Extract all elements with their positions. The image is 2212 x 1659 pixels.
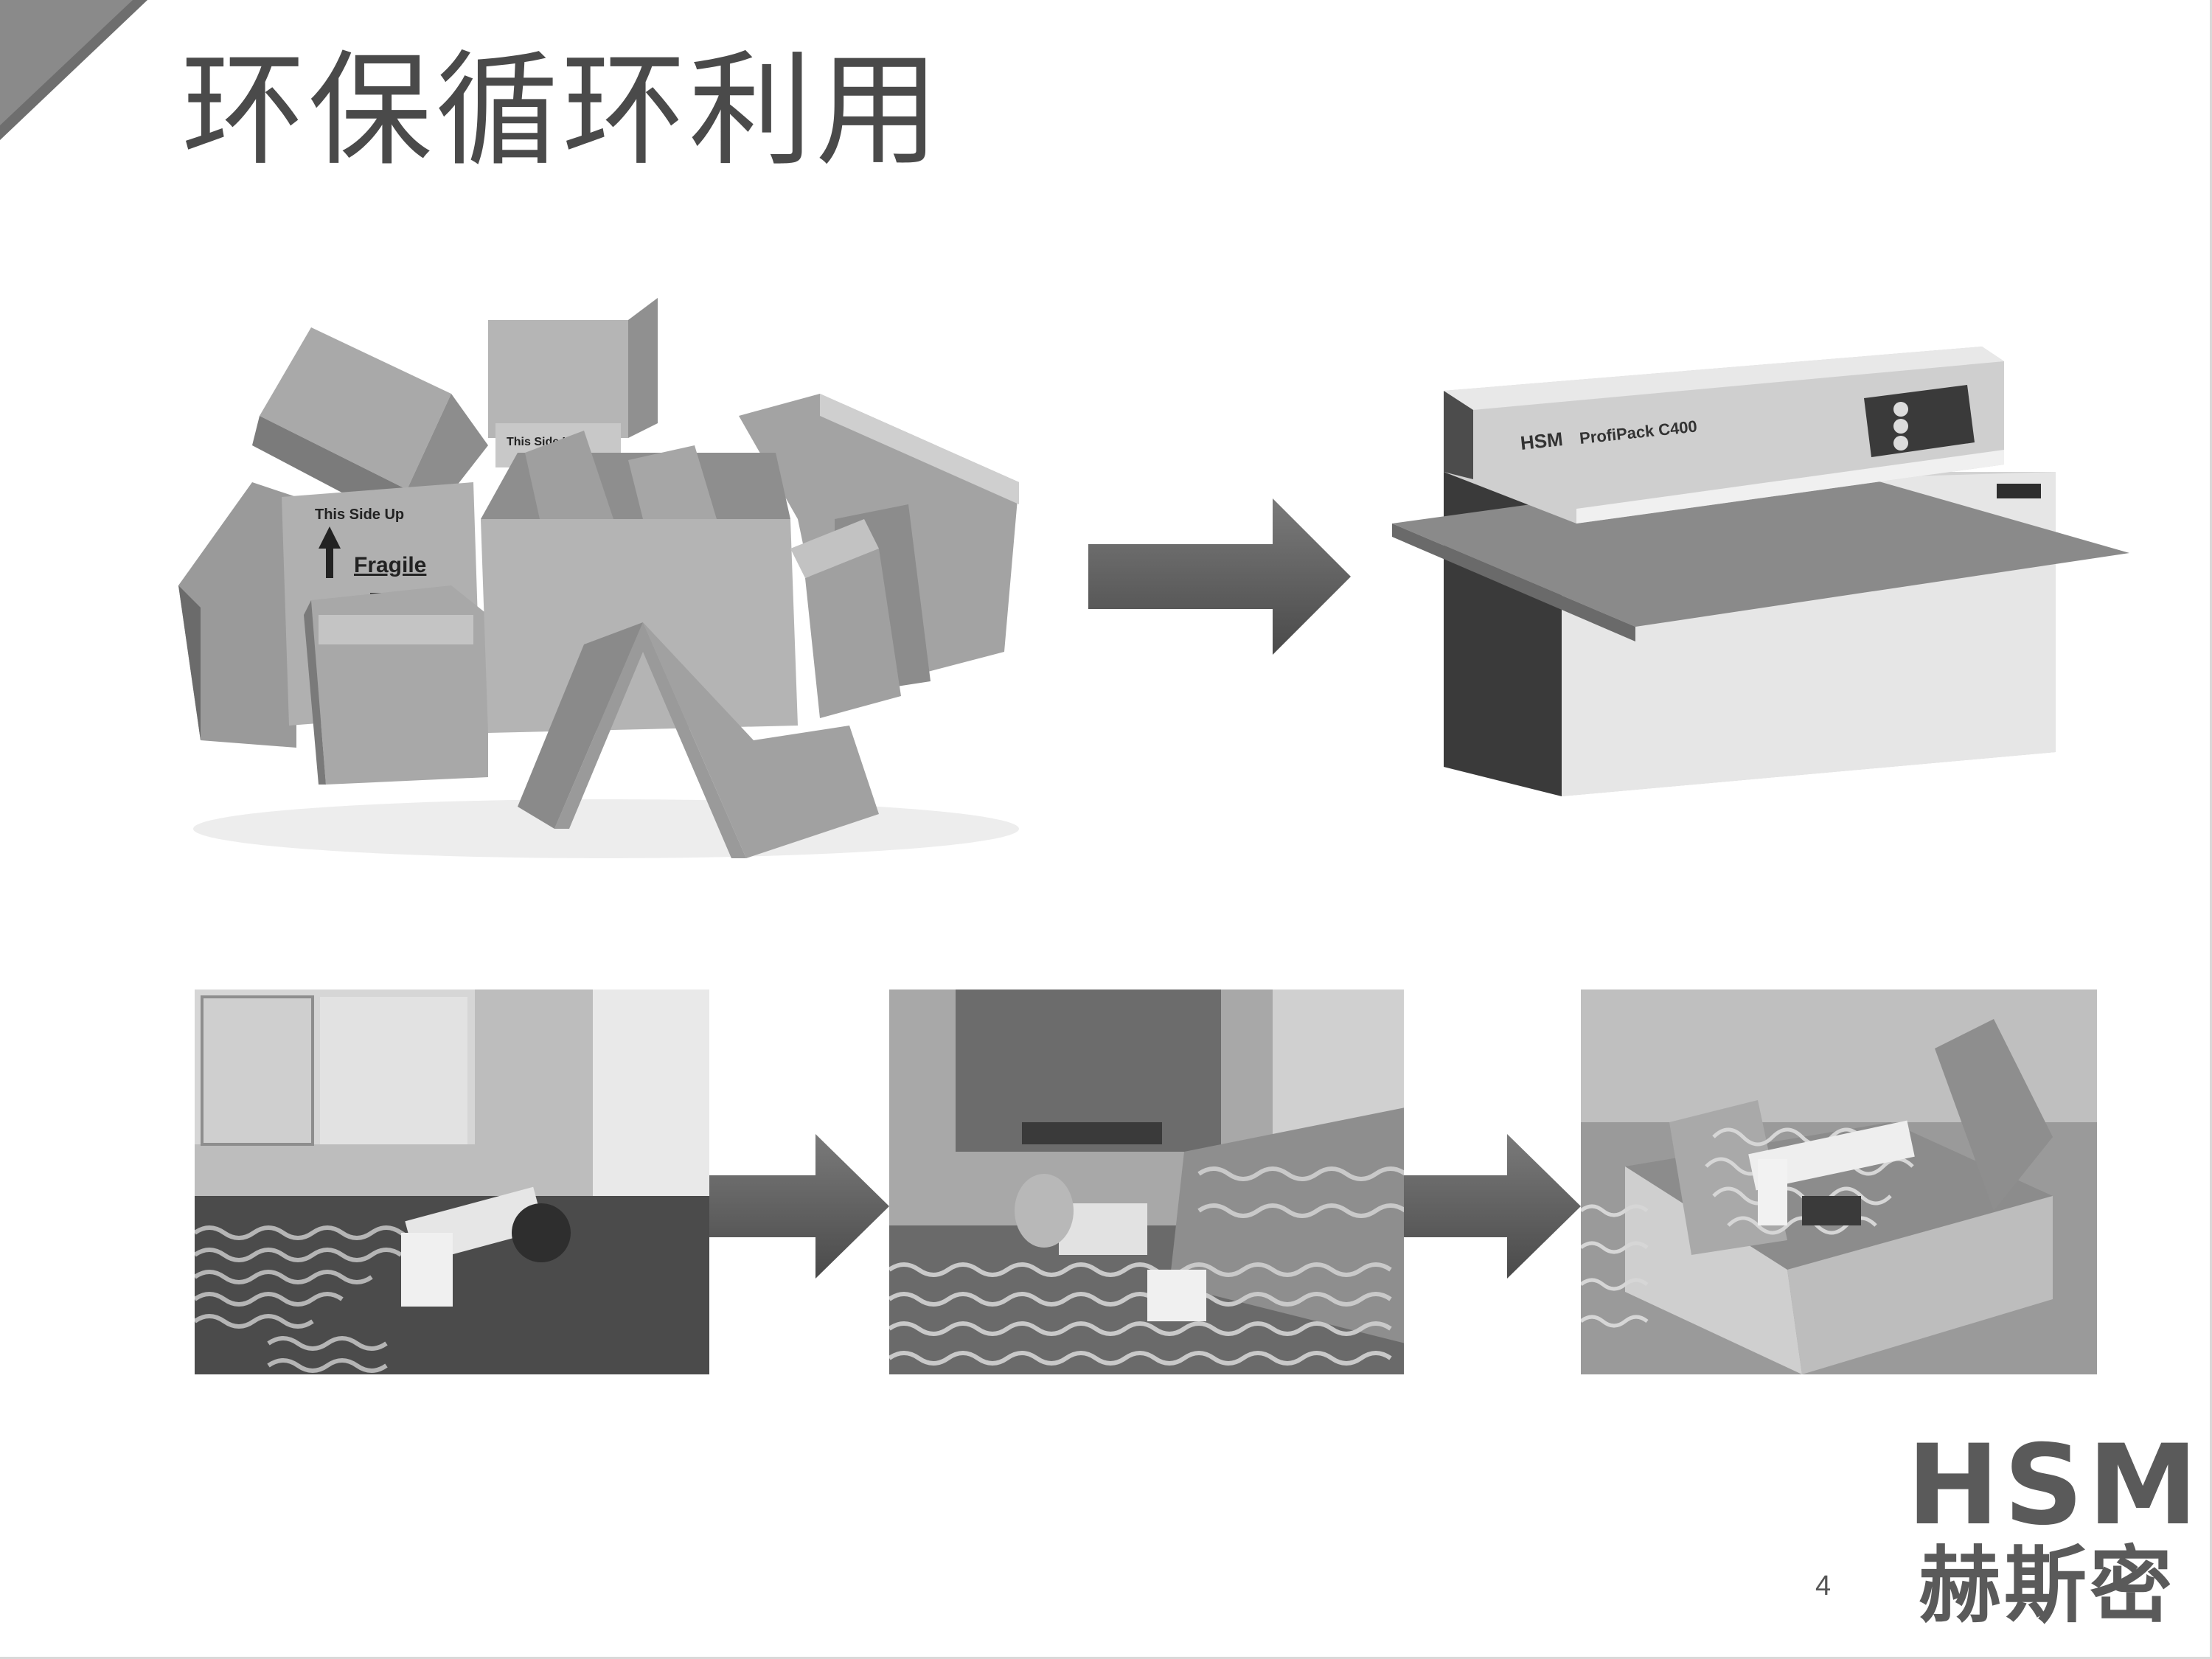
slide-title: 环保循环利用 [181, 38, 942, 183]
wrapping-part-photo [889, 990, 1404, 1374]
arrow-right-icon-3 [1404, 1134, 1581, 1279]
logo-chinese-text: 赫斯密 [1919, 1538, 2175, 1634]
part-on-cushion-photo [195, 990, 709, 1374]
packed-box-photo [1581, 990, 2097, 1374]
box-label-this-side-up-1: This Side Up [315, 507, 404, 523]
page-number: 4 [1815, 1571, 1832, 1601]
profipack-machine-photo: HSM ProfiPack C400 [1392, 339, 2147, 802]
arrow-right-icon-2 [709, 1134, 889, 1279]
cardboard-boxes-photo: This Side Up This Side Up Fragile [171, 298, 1034, 864]
up-arrow-icon [319, 526, 341, 549]
corner-decoration [0, 0, 147, 140]
box-label-fragile: Fragile [354, 553, 426, 577]
hsm-logo: HSM 赫斯密 [1907, 1422, 2202, 1637]
machine-brand-label: HSM [1519, 428, 1564, 454]
logo-latin-text: HSM [1907, 1422, 2202, 1550]
arrow-right-icon-1 [1088, 498, 1351, 655]
